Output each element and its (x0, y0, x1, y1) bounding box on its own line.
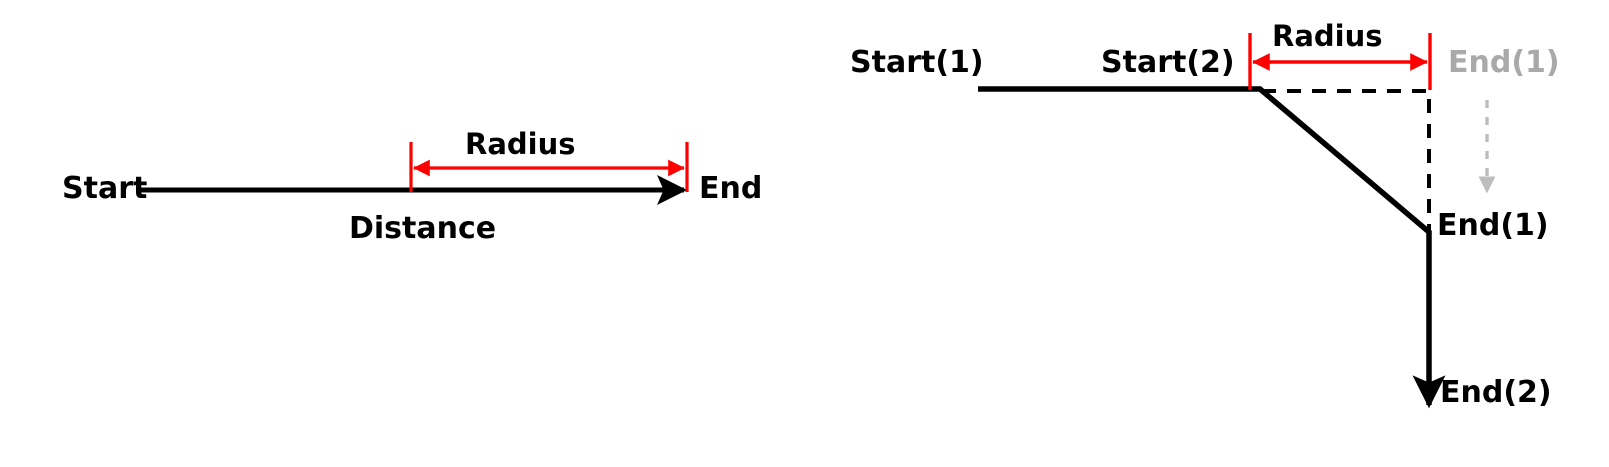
right-diagram-group (978, 33, 1496, 409)
left-start-label: Start (62, 171, 148, 206)
right-start2-label: Start(2) (1101, 45, 1235, 80)
right-start1-label: Start(1) (850, 45, 984, 80)
left-diagram-group (140, 142, 689, 205)
left-end-label: End (699, 171, 763, 206)
right-corner-dashed-guide (1262, 89, 1431, 240)
left-radius-label: Radius (465, 127, 576, 161)
right-end2-label: End(2) (1440, 375, 1552, 410)
right-radius-label: Radius (1272, 19, 1383, 53)
right-end1-ghost-label: End(1) (1448, 45, 1560, 80)
left-distance-label: Distance (349, 211, 497, 246)
right-end1-label: End(1) (1437, 208, 1549, 243)
right-main-path-polyline (978, 86, 1446, 409)
